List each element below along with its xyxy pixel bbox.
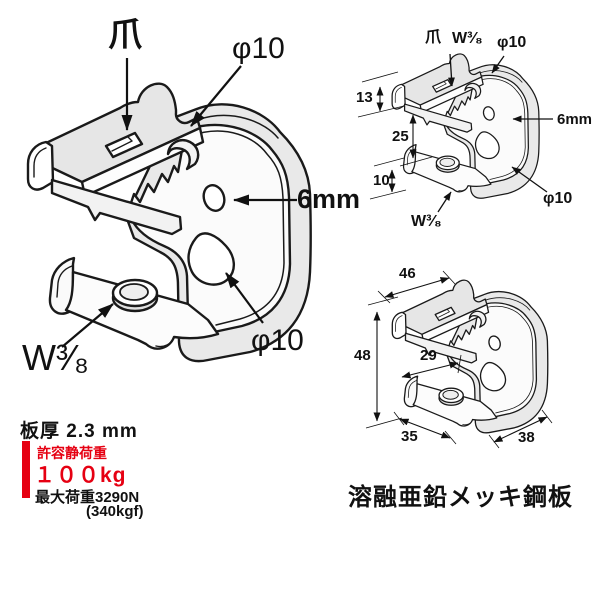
tr-label-w38-bottom: W³⁄₈: [411, 213, 442, 230]
spec-max-load: 最大荷重3290N: [35, 489, 140, 506]
material-title: 溶融亜鉛メッキ鋼板: [348, 484, 573, 511]
tr-label-dia10-side: φ10: [543, 190, 573, 207]
clamp-drawing-top-right: [357, 53, 553, 213]
main-leader-arrows: [61, 58, 297, 348]
spec-red-bar: [22, 441, 30, 498]
main-label-w38: W³⁄₈: [22, 337, 89, 378]
spec-plate-thickness: 板厚 2.3 mm: [20, 421, 138, 442]
tr-label-w38-top: W³⁄₈: [452, 30, 483, 47]
br-dim-38: 38: [518, 429, 535, 446]
clamp-drawing-bottom-right: [365, 270, 553, 449]
br-dim-35: 35: [401, 428, 418, 445]
top-right-leader-arrows: [437, 53, 553, 213]
tr-dim-25: 25: [392, 128, 409, 145]
tr-label-claw: 爪: [425, 29, 442, 46]
spec-allowable-load-label: 許容静荷重: [37, 445, 107, 461]
tr-dim-13: 13: [356, 89, 373, 106]
spec-allowable-load-value: １００kg: [34, 464, 127, 487]
tr-label-dia10-top: φ10: [497, 34, 527, 51]
top-right-dim-lines: [357, 71, 433, 200]
tr-dim-10: 10: [373, 172, 390, 189]
clamp-drawing-main: [26, 58, 312, 363]
tr-label-6mm: 6mm: [557, 111, 593, 128]
main-label-dia10-top: φ10: [232, 32, 285, 65]
br-dim-48: 48: [354, 347, 371, 364]
br-dim-29: 29: [420, 347, 437, 364]
bottom-right-dim-lines: [365, 270, 553, 449]
br-dim-46: 46: [399, 265, 416, 282]
spec-max-load-kgf: (340kgf): [86, 503, 144, 520]
main-label-6mm: 6mm: [297, 184, 361, 214]
main-label-claw: 爪: [108, 16, 142, 54]
main-label-dia10-bottom: φ10: [251, 324, 304, 357]
